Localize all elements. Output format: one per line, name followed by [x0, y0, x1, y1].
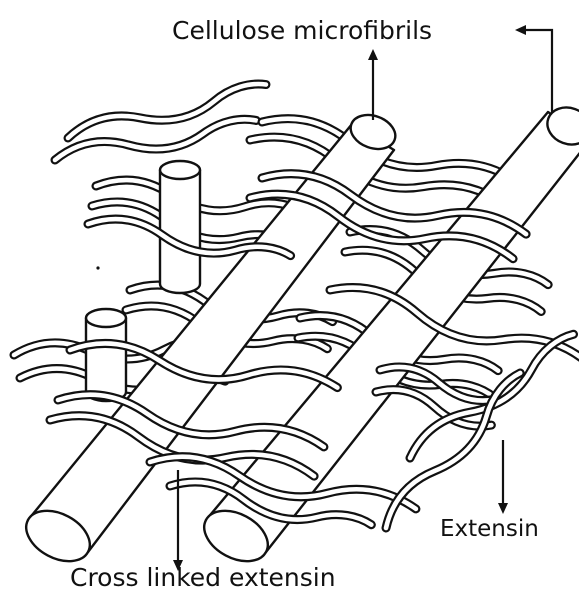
label-cellulose-microfibrils: Cellulose microfibrils — [172, 18, 432, 43]
pointer-cellulose-right — [515, 25, 552, 112]
speck — [96, 266, 99, 269]
small-cylinder-upper — [160, 161, 200, 293]
extensin-strand — [65, 78, 268, 146]
pointer-extensin — [498, 440, 508, 514]
pointer-cellulose-left — [368, 49, 378, 120]
label-extensin: Extensin — [440, 518, 539, 541]
label-cross-linked-extensin: Cross linked extensin — [70, 565, 336, 590]
small-cylinder-lower — [86, 309, 126, 401]
